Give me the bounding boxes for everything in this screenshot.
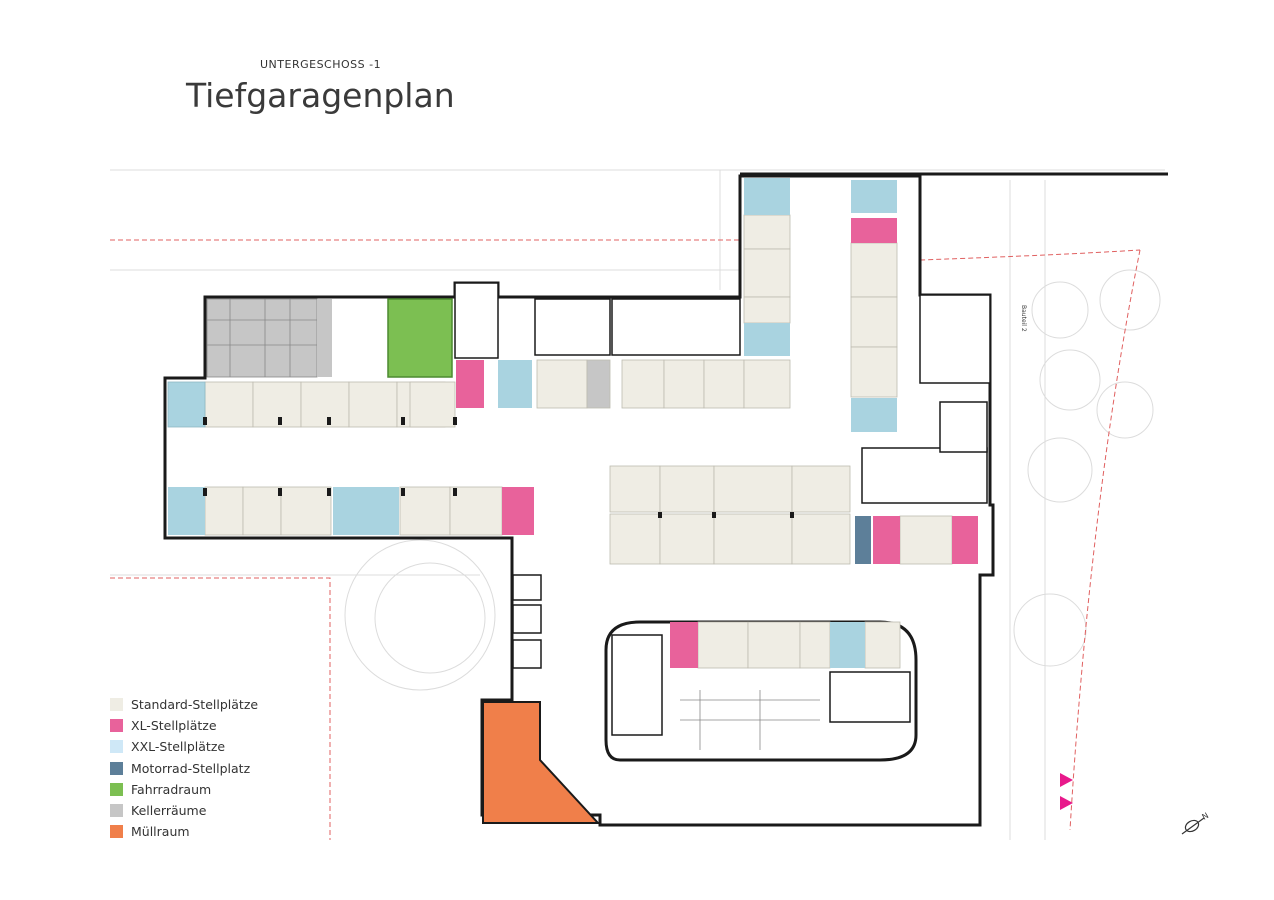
floor-label: UNTERGESCHOSS -1 (260, 58, 382, 71)
parking-column-tower-left (743, 214, 791, 324)
svg-text:N: N (1201, 811, 1211, 822)
parking-xxl (498, 360, 532, 408)
entrance-marker-icon (1060, 773, 1073, 787)
legend-item-standard: Standard-Stellplätze (110, 694, 258, 715)
legend-item-motorrad: Motorrad-Stellplatz (110, 758, 258, 779)
stairwell-lines (680, 690, 820, 750)
parking-xxl (830, 622, 865, 668)
parking-xxl (744, 323, 790, 356)
parking-xxl (167, 381, 206, 428)
legend: Standard-Stellplätze XL-Stellplätze XXL-… (110, 694, 258, 842)
legend-swatch (110, 698, 123, 712)
parking-row-left-bottom (204, 486, 503, 536)
parking-xl (851, 218, 897, 243)
parking-xxl (333, 487, 399, 535)
service-rooms-lower (611, 634, 911, 736)
entrance-marker-icon (1060, 796, 1073, 810)
legend-label: Motorrad-Stellplatz (131, 760, 251, 776)
legend-label: Standard-Stellplätze (131, 697, 259, 713)
legend-swatch (110, 719, 123, 733)
parking-row-left-top (204, 381, 456, 428)
keller-rooms (206, 298, 318, 378)
parking-xl (952, 516, 978, 564)
legend-swatch (110, 782, 123, 796)
parking-row-lower (697, 621, 901, 669)
parking-xxl (168, 487, 205, 535)
legend-label: Fahrradraum (131, 781, 212, 797)
parking-block-center (609, 465, 953, 565)
pillars (203, 417, 794, 518)
parking-xl (456, 360, 484, 408)
keller-corridor (317, 299, 332, 377)
parking-xl (502, 487, 534, 535)
muellraum (482, 701, 601, 824)
shafts (512, 574, 542, 669)
legend-swatch (110, 740, 123, 754)
parking-xl (670, 622, 698, 668)
legend-swatch (110, 761, 123, 775)
legend-item-muell: Müllraum (110, 821, 258, 842)
service-rooms-right (861, 294, 991, 504)
fahrradraum (387, 298, 453, 378)
parking-xxl (851, 180, 897, 213)
legend-label: Müllraum (131, 824, 190, 840)
legend-label: XXL-Stellplätze (131, 739, 226, 755)
parking-xl (873, 516, 900, 564)
parking-motorrad (855, 516, 871, 564)
parking-row-middle (536, 359, 791, 409)
legend-label: XL-Stellplätze (131, 718, 217, 734)
legend-item-xl: XL-Stellplätze (110, 715, 258, 736)
property-boundary (110, 239, 1141, 840)
legend-swatch (110, 825, 123, 839)
page-title: Tiefgaragenplan (186, 76, 455, 115)
legend-item-xxl: XXL-Stellplätze (110, 736, 258, 757)
parking-column-tower-right (850, 242, 898, 398)
service-rooms-top (454, 282, 741, 359)
site-context (110, 169, 1165, 840)
legend-item-fahrrad: Fahrradraum (110, 779, 258, 800)
parking-xxl (851, 398, 897, 432)
legend-label: Kellerräume (131, 803, 207, 819)
legend-item-keller: Kellerräume (110, 800, 258, 821)
legend-swatch (110, 804, 123, 818)
parking-xxl (744, 178, 790, 215)
north-arrow-icon: N (1181, 811, 1211, 835)
building-label: Bauteil 2 (1020, 305, 1027, 332)
